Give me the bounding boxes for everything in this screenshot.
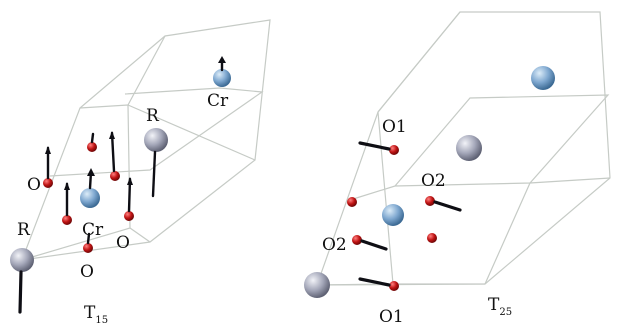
label-r-top: R bbox=[146, 106, 160, 126]
r-atom-right-bottom bbox=[304, 272, 330, 298]
label-o2-left: O2 bbox=[322, 235, 347, 255]
o-atoms-left bbox=[43, 131, 134, 253]
mode-label-t25: T25 bbox=[488, 295, 512, 318]
label-r-bottom: R bbox=[17, 220, 31, 240]
label-o-right: O bbox=[116, 233, 130, 253]
label-o-left: O bbox=[27, 175, 41, 195]
label-cr-top: Cr bbox=[207, 91, 229, 111]
r-atom-right-center bbox=[456, 135, 482, 161]
panel-left-t15: R Cr O Cr R O O T15 bbox=[10, 19, 271, 326]
label-o1-top: O1 bbox=[382, 117, 407, 137]
label-o2-middle: O2 bbox=[421, 171, 446, 191]
r-atom-top-left bbox=[144, 128, 168, 198]
o-atoms-right bbox=[347, 141, 462, 291]
panel-right-t25: O1 O2 O2 O1 T25 bbox=[304, 11, 611, 327]
label-o1-bottom: O1 bbox=[379, 307, 404, 327]
label-o-bottom: O bbox=[80, 262, 94, 282]
cr-atom-right-middle bbox=[382, 204, 404, 226]
cr-atom-top bbox=[213, 56, 231, 87]
cr-atom-middle bbox=[80, 168, 100, 208]
mode-label-t15: T15 bbox=[84, 303, 108, 326]
cr-atom-right-top bbox=[531, 66, 555, 90]
r-atom-bottom-left bbox=[10, 248, 34, 314]
label-cr-middle: Cr bbox=[82, 220, 104, 240]
